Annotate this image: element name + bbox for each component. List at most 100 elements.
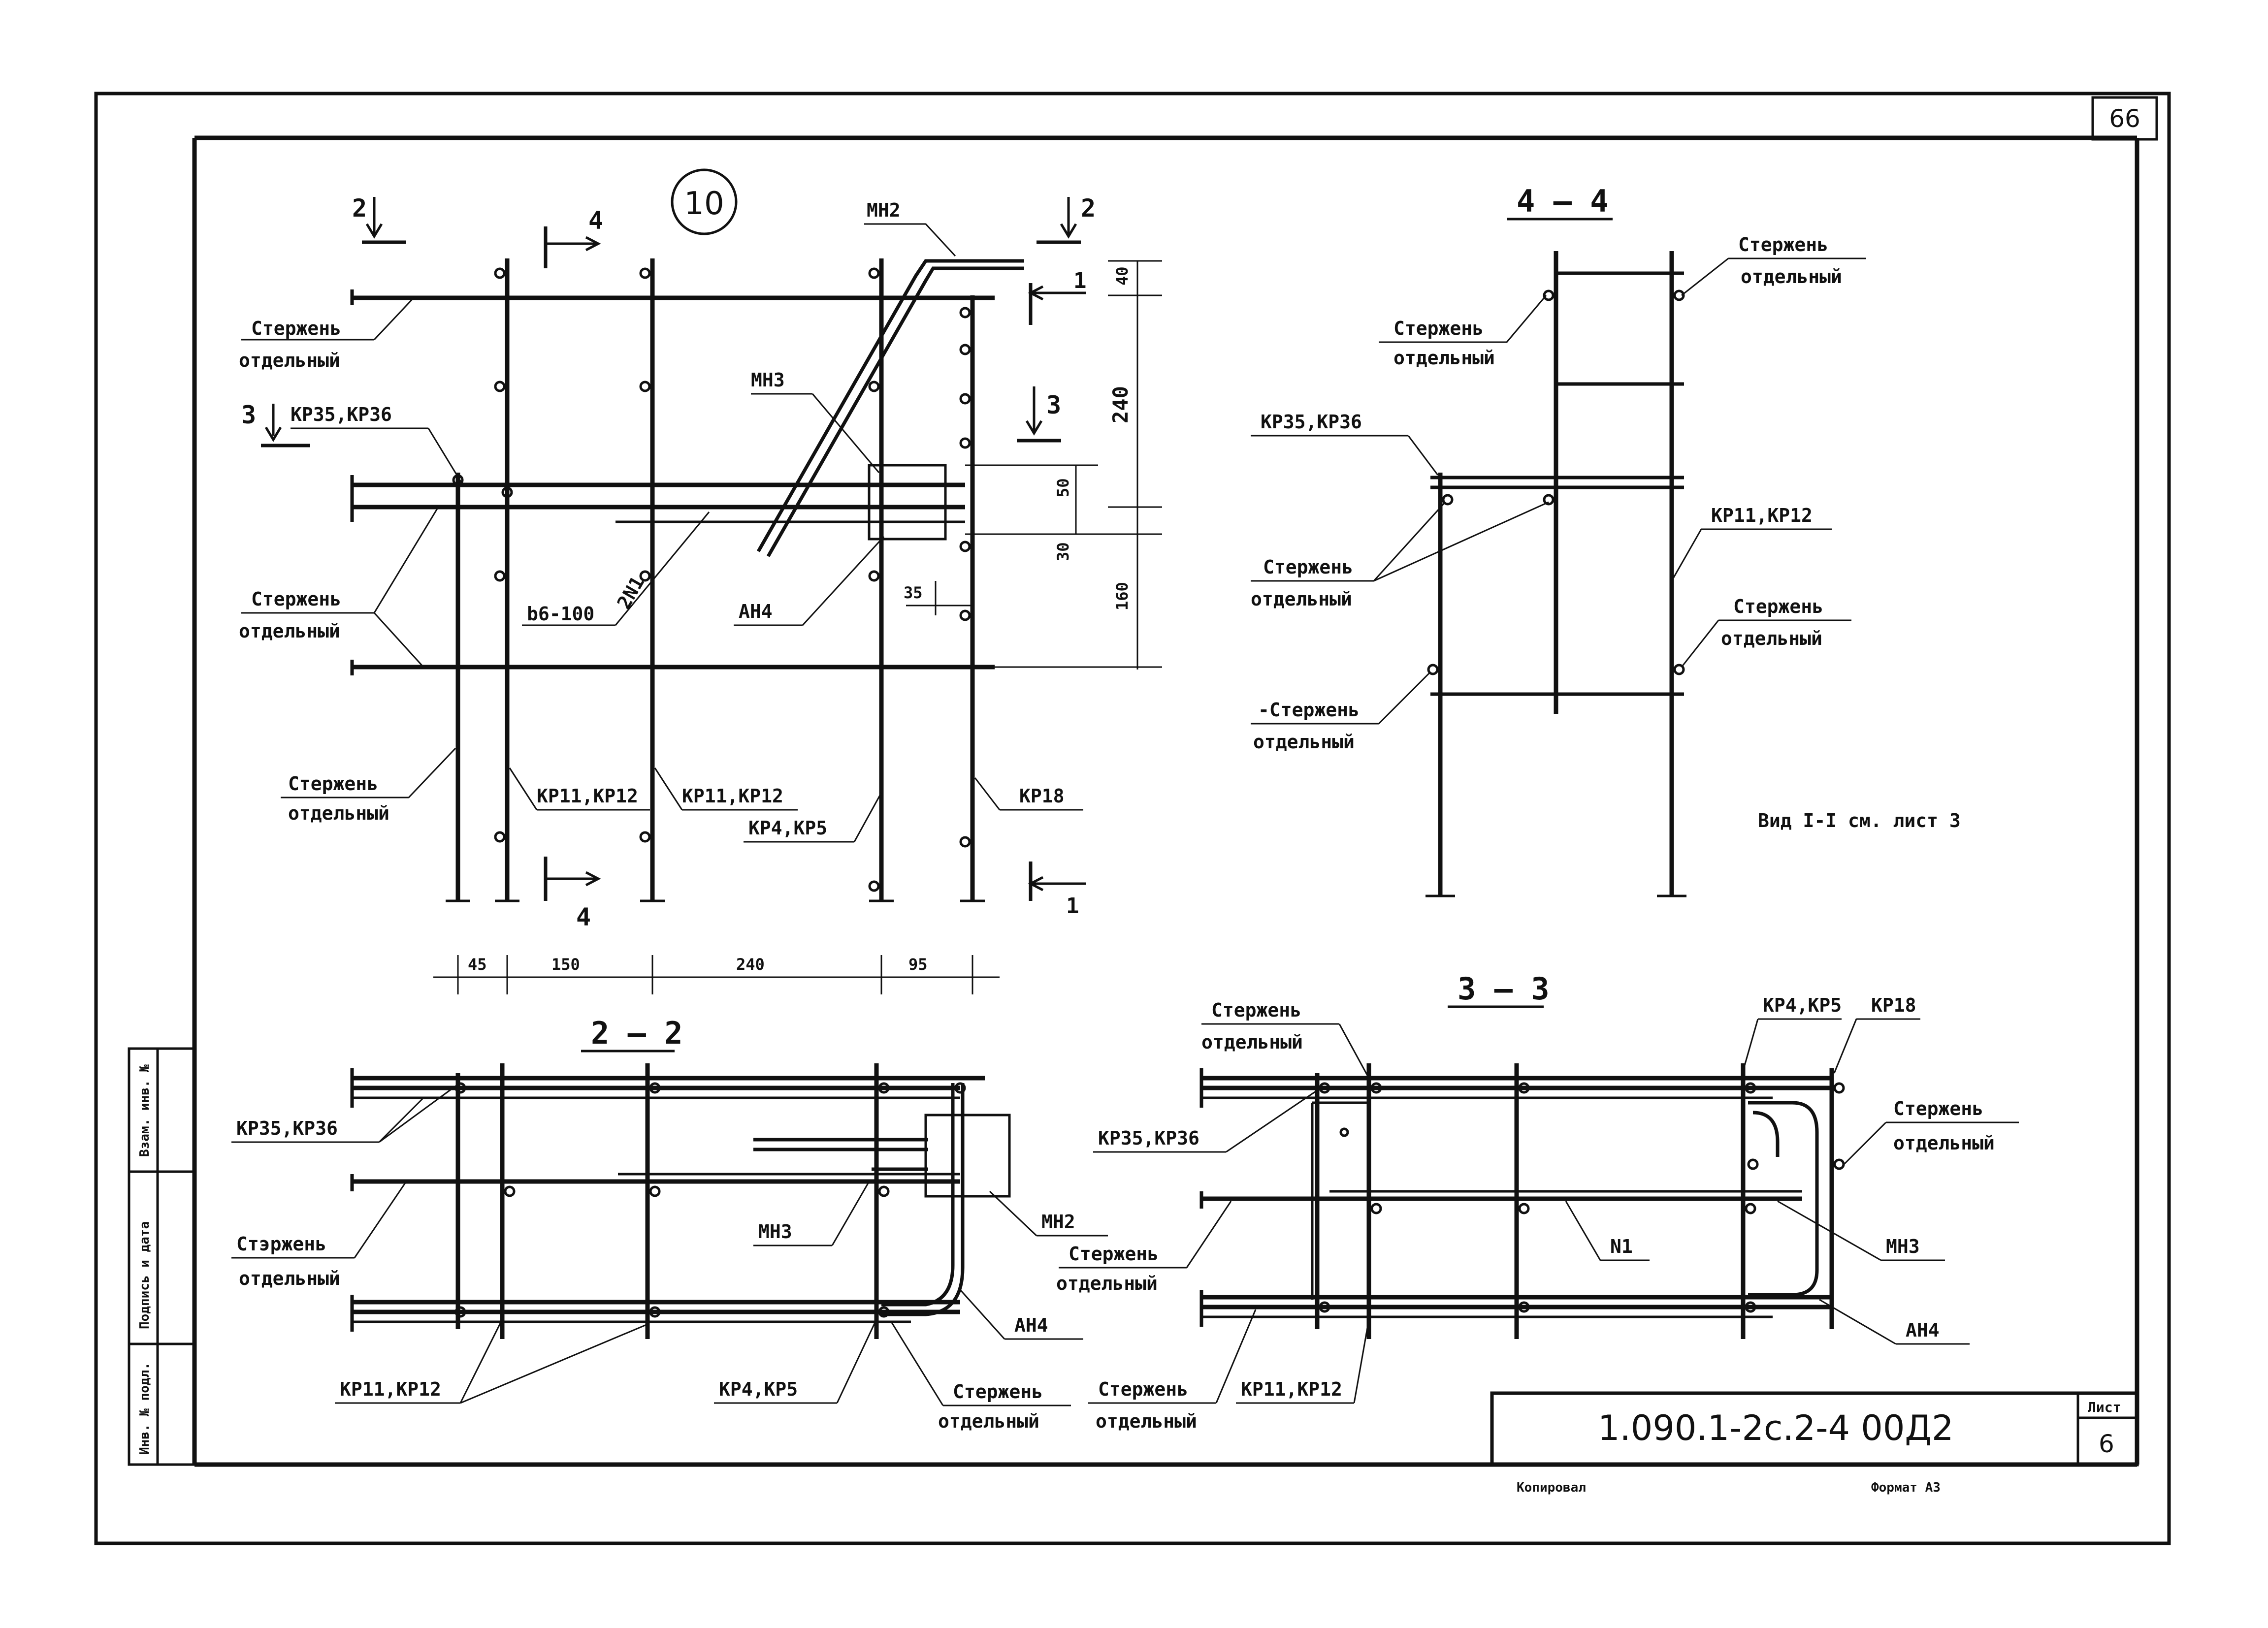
page-number-box: 66 <box>2091 96 2158 141</box>
svg-text:-Стержень: -Стержень <box>1258 699 1360 721</box>
leader-22-kr35: КР35,КР36 <box>231 1087 454 1143</box>
svg-text:Стержень: Стержень <box>1733 596 1823 617</box>
svg-text:АН4: АН4 <box>1906 1319 1940 1341</box>
cut-4-top: 4 <box>544 206 603 268</box>
leader-33-mn3: МН3 <box>1777 1200 1945 1261</box>
svg-text:1: 1 <box>1066 894 1079 919</box>
leader-22-mn2: МН2 <box>989 1190 1108 1237</box>
svg-text:отдельный: отдельный <box>288 802 389 824</box>
svg-text:отдельный: отдельный <box>1741 266 1842 287</box>
svg-text:4: 4 <box>576 903 591 931</box>
cut-3-right: 3 <box>1017 386 1061 443</box>
svg-text:МН2: МН2 <box>1041 1211 1075 1233</box>
leader-4-sterzhen-low: -Стержень отдельный <box>1251 671 1431 753</box>
side-strip-vzam: Взам. инв. № <box>137 1064 152 1157</box>
svg-text:Стержень: Стержень <box>953 1381 1043 1403</box>
svg-text:3: 3 <box>241 401 256 429</box>
svg-text:АН4: АН4 <box>1014 1314 1048 1336</box>
svg-text:МН3: МН3 <box>758 1221 792 1243</box>
svg-text:отдельный: отдельный <box>239 620 340 642</box>
svg-text:N1: N1 <box>1610 1236 1633 1257</box>
leader-kr18-plan: КР18 <box>974 777 1083 811</box>
svg-text:Стержень: Стержень <box>1069 1243 1159 1265</box>
leader-33-kr18: КР18 <box>1833 994 1920 1074</box>
svg-text:КР11,КР12: КР11,КР12 <box>340 1378 441 1400</box>
stamp-copied: Копировал <box>1517 1480 1586 1495</box>
leader-33-sterzhen-mid: Стержень отдельный <box>1056 1201 1232 1294</box>
leader-33-kr4: КР4,КР5 <box>1742 994 1842 1071</box>
leader-kr11-b: КР11,КР12 <box>654 767 798 811</box>
leader-33-n1: N1 <box>1565 1201 1650 1261</box>
svg-text:отдельный: отдельный <box>1056 1273 1158 1294</box>
side-strip: Взам. инв. № Подпись и дата Инв. № подл. <box>128 1047 196 1466</box>
cut-4-bottom: 4 <box>544 857 601 931</box>
svg-text:160: 160 <box>1113 582 1132 610</box>
leader-sterzhen-low: Стержень отдельный <box>281 747 456 824</box>
cut-1-top: 1 <box>1028 268 1087 325</box>
leader-4-sterzhen-right-low: Стержень отдельный <box>1681 596 1851 668</box>
leader-4-sterzhen-mid: Стержень отдельный <box>1251 501 1549 610</box>
cut-2-top: 2 <box>352 194 406 244</box>
svg-text:Стержень: Стержень <box>251 588 341 610</box>
leader-sterzhen-mid: Стержень отдельный <box>239 507 439 668</box>
leader-sterzhen-top: Стержень отдельный <box>239 297 415 371</box>
svg-text:50: 50 <box>1054 478 1072 497</box>
svg-text:1: 1 <box>1073 268 1087 293</box>
page-number: 66 <box>2109 104 2140 133</box>
svg-text:отдельный: отдельный <box>1893 1132 1995 1154</box>
leader-mn2-plan: МН2 <box>864 199 956 257</box>
cut-1-bottom: 1 <box>1028 862 1086 919</box>
svg-text:2: 2 <box>352 194 367 223</box>
leader-33-kr11: КР11,КР12 <box>1236 1319 1370 1404</box>
svg-text:b6-100: b6-100 <box>527 603 594 625</box>
leader-33-sterzhen-right: Стержень отдельный <box>1843 1098 2019 1165</box>
dim-chain-horizontal: 45 150 240 95 <box>433 955 1000 994</box>
leader-4-sterzhen-right: Стержень отдельный <box>1681 234 1866 296</box>
stamp-sheet-label: Лист <box>2088 1399 2121 1415</box>
svg-text:Стержень: Стержень <box>1738 234 1828 255</box>
svg-text:Стержень: Стержень <box>1098 1378 1188 1400</box>
side-strip-podpis: Подпись и дата <box>137 1221 152 1329</box>
cut-3-left: 3 <box>241 401 310 447</box>
stamp-sheet-number: 6 <box>2099 1430 2114 1458</box>
svg-text:4: 4 <box>588 206 603 235</box>
svg-text:КР35,КР36: КР35,КР36 <box>291 404 392 425</box>
svg-text:МН3: МН3 <box>751 369 785 391</box>
stamp-designation: 1.090.1-2с.2-4 00Д2 <box>1598 1408 1954 1448</box>
mn2-element <box>756 259 1024 557</box>
svg-text:КР18: КР18 <box>1019 785 1065 807</box>
title-stamp: 1.090.1-2с.2-4 00Д2 Лист 6 Копировал Фор… <box>1490 1391 2139 1495</box>
svg-text:КР4,КР5: КР4,КР5 <box>748 817 827 839</box>
section-3-3: 3 — 3 Стер <box>1056 971 2019 1432</box>
section-3-3-title: 3 — 3 <box>1458 971 1550 1007</box>
section-2-2-title: 2 — 2 <box>591 1015 683 1051</box>
svg-text:2: 2 <box>1081 194 1096 223</box>
svg-text:3: 3 <box>1046 391 1061 419</box>
svg-text:АН4: АН4 <box>739 601 773 622</box>
leader-kr4-plan: КР4,КР5 <box>744 792 882 843</box>
stamp-format: Формат А3 <box>1871 1480 1941 1495</box>
svg-text:КР35,КР36: КР35,КР36 <box>1098 1127 1199 1149</box>
svg-text:КР18: КР18 <box>1871 994 1916 1016</box>
svg-text:Стержень: Стержень <box>1263 556 1353 578</box>
svg-text:отдельный: отдельный <box>1096 1410 1197 1432</box>
svg-text:150: 150 <box>551 955 580 974</box>
svg-text:отдельный: отдельный <box>239 350 340 371</box>
svg-text:КР11,КР12: КР11,КР12 <box>682 785 783 807</box>
svg-text:КР4,КР5: КР4,КР5 <box>719 1378 798 1400</box>
svg-text:МН3: МН3 <box>1886 1236 1920 1257</box>
svg-text:КР35,КР36: КР35,КР36 <box>236 1117 338 1139</box>
node-number: 10 <box>684 186 724 222</box>
leader-33-sterzhen-top: Стержень отдельный <box>1201 999 1370 1079</box>
leader-4-sterzhen-left: Стержень отдельный <box>1379 295 1547 369</box>
leader-kr35-plan: КР35,КР36 <box>291 404 464 485</box>
svg-text:МН2: МН2 <box>867 199 901 221</box>
svg-text:Стержень: Стержень <box>1393 318 1484 339</box>
leader-an4-plan: АН4 <box>734 536 885 626</box>
svg-text:отдельный: отдельный <box>1253 731 1355 753</box>
svg-text:КР4,КР5: КР4,КР5 <box>1763 994 1842 1016</box>
svg-text:Стэржень: Стэржень <box>236 1233 326 1255</box>
svg-text:КР11,КР12: КР11,КР12 <box>1711 505 1813 526</box>
dim-chain-vertical: 40 240 50 30 160 35 <box>904 260 1162 670</box>
